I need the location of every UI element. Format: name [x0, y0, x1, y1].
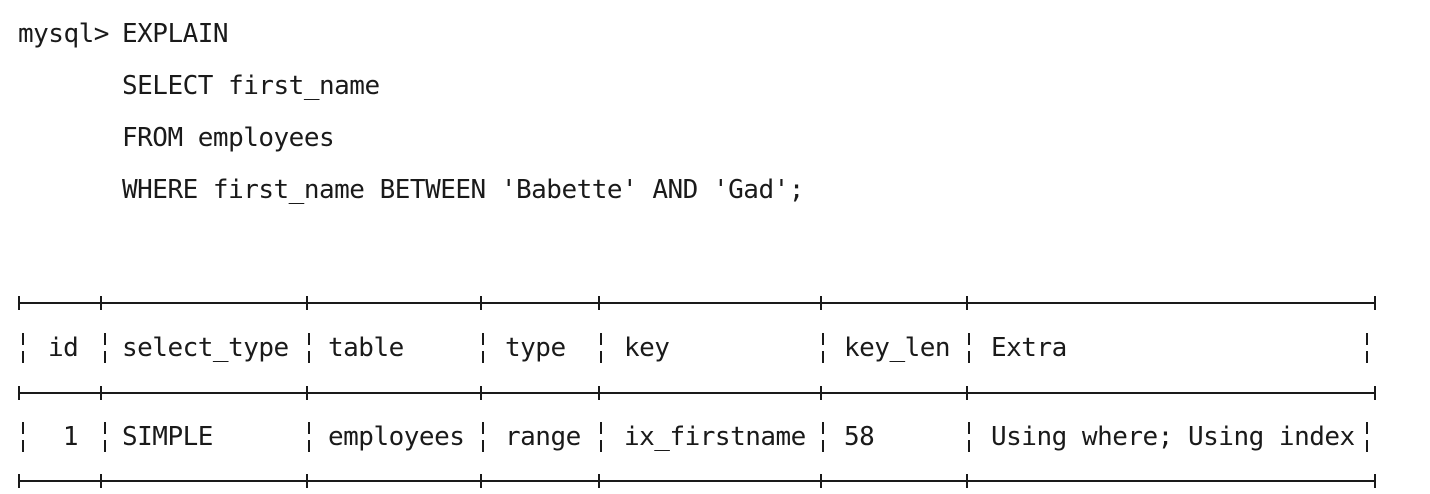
- query-line-3: FROM employees: [18, 112, 1413, 164]
- query-line-4: WHERE first_name BETWEEN 'Babette' AND '…: [18, 164, 1413, 216]
- cell-key-len: 58: [844, 422, 875, 452]
- cell-key: ix_firstname: [624, 422, 806, 452]
- query-line-2: SELECT first_name: [18, 60, 1413, 112]
- table-border-bottom: [18, 474, 1376, 488]
- cell-type: range: [505, 422, 581, 452]
- mysql-prompt: mysql>: [18, 19, 109, 49]
- header-table: table: [328, 333, 404, 363]
- query-text: SELECT first_name: [122, 71, 380, 101]
- header-key: key: [624, 333, 670, 363]
- query-line-1: mysql> EXPLAIN: [18, 8, 1413, 60]
- header-select-type: select_type: [122, 333, 289, 363]
- header-id: id: [48, 333, 79, 363]
- mysql-terminal: mysql> EXPLAIN SELECT first_name FROM emp…: [18, 8, 1413, 488]
- header-key-len: key_len: [844, 333, 951, 363]
- header-type: type: [505, 333, 566, 363]
- cell-table: employees: [328, 422, 465, 452]
- table-row: 1 SIMPLE employees range ix_firstname 58…: [18, 394, 1376, 480]
- query-text: WHERE first_name BETWEEN 'Babette' AND '…: [122, 175, 804, 205]
- cell-id: 1: [62, 422, 79, 452]
- table-header-row: id select_type table type key key_len Ex…: [18, 304, 1376, 392]
- table-border-top: [18, 296, 1376, 310]
- cell-select-type: SIMPLE: [122, 422, 213, 452]
- table-border-mid: [18, 386, 1376, 400]
- cell-extra: Using where; Using index: [991, 422, 1355, 452]
- query-text: EXPLAIN: [122, 19, 229, 49]
- explain-result-table: id select_type table type key key_len Ex…: [18, 296, 1376, 488]
- query-text: FROM employees: [122, 123, 335, 153]
- header-extra: Extra: [991, 333, 1067, 363]
